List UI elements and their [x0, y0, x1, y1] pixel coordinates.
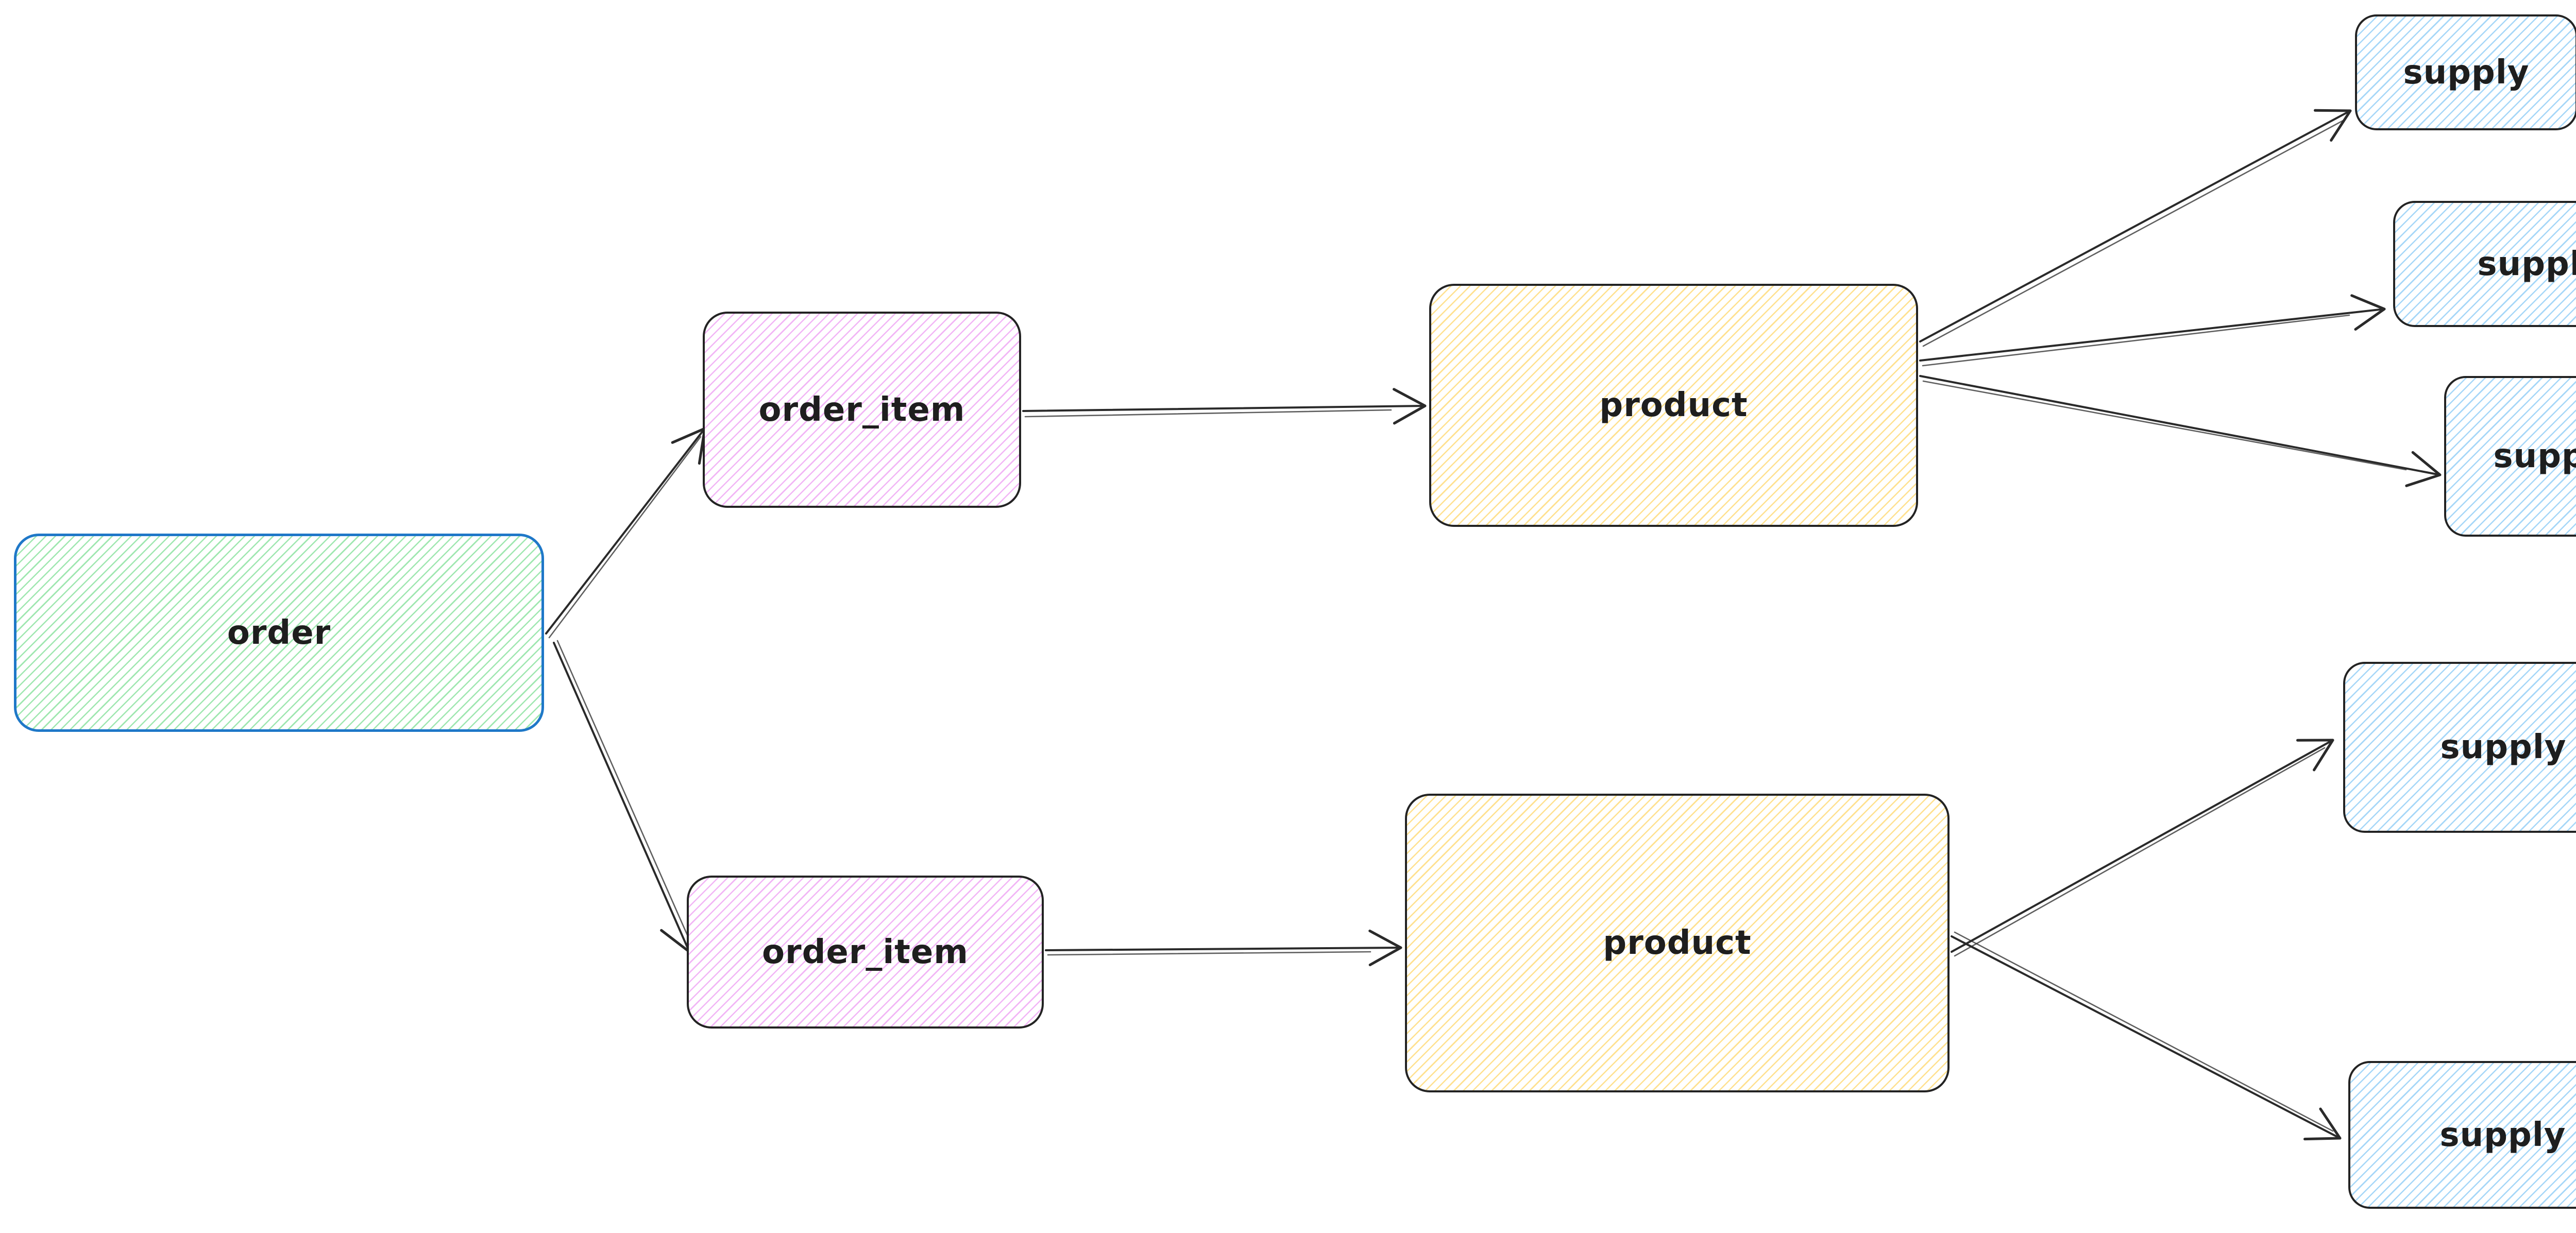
- edge-order-item-2-to-product-2[interactable]: [1045, 929, 1402, 966]
- node-supply-4[interactable]: supply: [2343, 662, 2576, 833]
- node-order[interactable]: order: [14, 534, 544, 732]
- node-supply-5-label: supply: [2439, 1116, 2566, 1154]
- edge-product-1-to-supply-2-overdraw: [1922, 314, 2350, 367]
- edge-order-to-order-item-1[interactable]: [545, 427, 706, 635]
- edge-product-2-to-supply-4-overdraw: [1954, 747, 2326, 957]
- node-supply-1[interactable]: supply: [2355, 14, 2576, 130]
- node-supply-2-label: supply: [2477, 245, 2576, 283]
- node-supply-3-label: supply: [2493, 437, 2576, 475]
- edge-order-to-order-item-2[interactable]: [553, 642, 694, 953]
- edge-product-1-to-supply-3[interactable]: [1919, 375, 2442, 487]
- node-product-1[interactable]: product: [1429, 284, 1918, 527]
- edge-order-to-order-item-1-overdraw: [548, 436, 702, 639]
- node-supply-3[interactable]: supply: [2444, 376, 2576, 537]
- edge-order-item-1-to-product-1[interactable]: [1022, 388, 1427, 425]
- node-product-1-label: product: [1599, 386, 1748, 424]
- edge-product-2-to-supply-4[interactable]: [1951, 739, 2334, 953]
- node-supply-2[interactable]: supply: [2393, 201, 2576, 327]
- edge-product-1-to-supply-1-overdraw: [1922, 119, 2344, 347]
- node-supply-1-label: supply: [2403, 53, 2530, 92]
- node-order-item-2-label: order_item: [762, 933, 969, 971]
- node-supply-4-label: supply: [2440, 728, 2567, 766]
- edge-product-1-to-supply-1[interactable]: [1919, 109, 2352, 342]
- node-supply-5[interactable]: supply: [2348, 1061, 2576, 1209]
- node-order-item-2[interactable]: order_item: [687, 876, 1044, 1029]
- edge-product-1-to-supply-2[interactable]: [1919, 294, 2386, 362]
- edge-order-to-order-item-2-overdraw: [556, 640, 693, 948]
- edge-order-item-2-to-product-2-overdraw: [1047, 951, 1371, 956]
- node-product-2[interactable]: product: [1405, 794, 1950, 1092]
- edge-product-2-to-supply-5-overdraw: [1954, 931, 2334, 1132]
- node-order-item-1-label: order_item: [758, 390, 965, 429]
- node-order-label: order: [227, 613, 331, 652]
- node-product-2-label: product: [1603, 924, 1752, 962]
- edge-product-2-to-supply-5[interactable]: [1951, 935, 2342, 1141]
- node-order-item-1[interactable]: order_item: [703, 312, 1021, 508]
- edge-product-1-to-supply-3-overdraw: [1922, 380, 2407, 471]
- edge-order-item-1-to-product-1-overdraw: [1024, 409, 1392, 418]
